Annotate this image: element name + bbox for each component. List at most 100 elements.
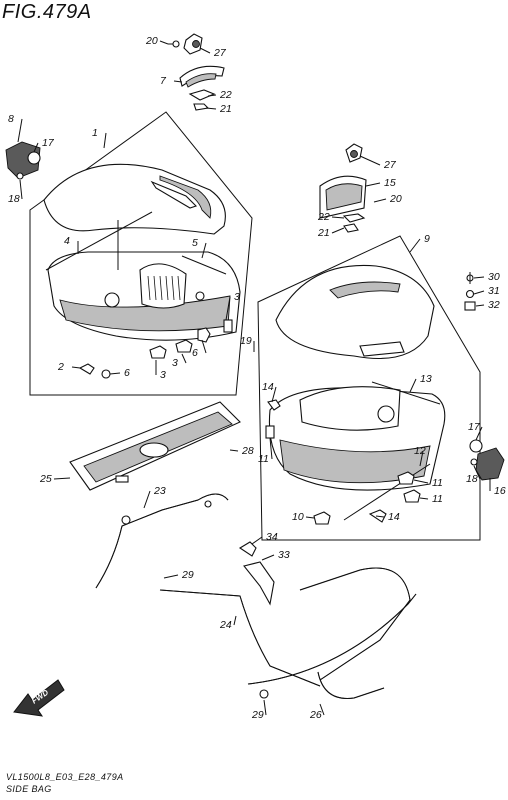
leader-line-25 [53, 477, 71, 480]
callout-27: 27 [383, 159, 397, 171]
leader-line-11 [419, 497, 429, 500]
leader-line-6 [201, 339, 207, 354]
callout-23: 23 [153, 485, 166, 497]
section-name: SIDE BAG [6, 784, 52, 794]
leader-line-20 [373, 198, 387, 203]
leader-line-17 [475, 426, 483, 441]
callout-34: 34 [266, 531, 278, 543]
callout-6: 6 [192, 347, 198, 359]
upper-bracket [95, 493, 229, 589]
callout-32: 32 [488, 299, 500, 311]
callout-20: 20 [145, 35, 158, 47]
leader-line-29 [163, 574, 179, 579]
leader-line-18 [19, 179, 23, 200]
right-side-bag-assembly [257, 235, 481, 541]
left-side-bag-assembly [29, 111, 253, 396]
leader-line-2 [71, 366, 81, 369]
leader-lines [17, 40, 491, 716]
leader-line-31 [473, 290, 485, 295]
callout-24: 24 [219, 619, 232, 631]
leader-line-23 [143, 490, 151, 509]
callout-20: 20 [389, 193, 402, 205]
figure-title: FIG.479A [2, 1, 92, 23]
lower-frame [159, 541, 321, 687]
callout-31: 31 [488, 285, 500, 297]
top-latch-assembly [168, 33, 225, 111]
callout-22: 22 [219, 89, 232, 101]
callout-22: 22 [317, 211, 330, 223]
leader-line-30 [473, 276, 485, 279]
leader-line-29 [263, 699, 267, 716]
callout-11: 11 [432, 493, 443, 505]
leader-line-17 [33, 142, 39, 153]
leader-line-14 [271, 386, 277, 403]
callout-5: 5 [192, 237, 198, 249]
leader-line-1 [103, 132, 107, 149]
leader-line-10 [305, 516, 315, 519]
callout-13: 13 [420, 373, 432, 385]
side-panel [69, 401, 241, 491]
leader-line-14 [375, 515, 385, 518]
callout-15: 15 [384, 177, 396, 189]
leader-line-8 [17, 118, 23, 143]
leader-line-21 [331, 227, 345, 234]
callout-4: 4 [64, 235, 70, 247]
leader-line-28 [229, 449, 239, 452]
callout-7: 7 [160, 75, 167, 87]
callout-14: 14 [388, 511, 400, 523]
callout-19: 19 [240, 335, 252, 347]
callout-17: 17 [468, 421, 481, 433]
leader-line-24 [233, 615, 237, 626]
callout-29: 29 [251, 709, 264, 721]
callout-3: 3 [172, 357, 178, 369]
leader-line-11 [413, 479, 429, 484]
leader-line-34 [251, 536, 263, 545]
callout-12: 12 [414, 445, 426, 457]
callout-2: 2 [57, 361, 64, 373]
leader-line-3 [181, 353, 187, 364]
callout-9: 9 [424, 233, 430, 245]
callout-33: 33 [278, 549, 290, 561]
callout-10: 10 [292, 511, 304, 523]
fwd-arrow: FWD [13, 679, 65, 717]
leader-line-21 [205, 107, 217, 110]
leader-line-32 [475, 304, 485, 307]
callout-3: 3 [234, 291, 240, 303]
callout-8: 8 [8, 113, 14, 125]
callout-27: 27 [213, 47, 227, 59]
callout-29: 29 [181, 569, 194, 581]
leader-line-27 [199, 47, 211, 54]
leader-line-6 [109, 372, 121, 375]
callout-18: 18 [8, 193, 20, 205]
leader-line-13 [409, 378, 417, 393]
leader-line-33 [261, 554, 275, 561]
leader-line-27 [359, 155, 381, 166]
callout-1: 1 [92, 127, 98, 139]
callout-11: 11 [258, 453, 269, 465]
leader-line-26 [319, 703, 325, 716]
leader-line-20 [159, 40, 169, 45]
callout-30: 30 [488, 271, 500, 283]
leader-line-15 [365, 182, 381, 187]
leader-line-5 [201, 242, 207, 259]
callout-18: 18 [466, 473, 478, 485]
leader-line-22 [331, 216, 345, 219]
leader-line-7 [173, 80, 183, 83]
leader-line-9 [409, 238, 421, 253]
leader-line-22 [207, 94, 217, 97]
callout-16: 16 [494, 485, 506, 497]
leader-line-3 [225, 296, 231, 321]
leader-line-18 [473, 465, 481, 480]
model-code: VL1500L8_E03_E28_479A [6, 772, 124, 782]
callout-25: 25 [39, 473, 52, 485]
callout-14: 14 [262, 381, 274, 393]
callout-26: 26 [309, 709, 322, 721]
left-end-cap [5, 141, 41, 180]
guard-rail [247, 567, 417, 699]
callout-28: 28 [241, 445, 254, 457]
callout-6: 6 [124, 367, 130, 379]
callout-21: 21 [219, 103, 232, 115]
callout-11: 11 [432, 477, 443, 489]
